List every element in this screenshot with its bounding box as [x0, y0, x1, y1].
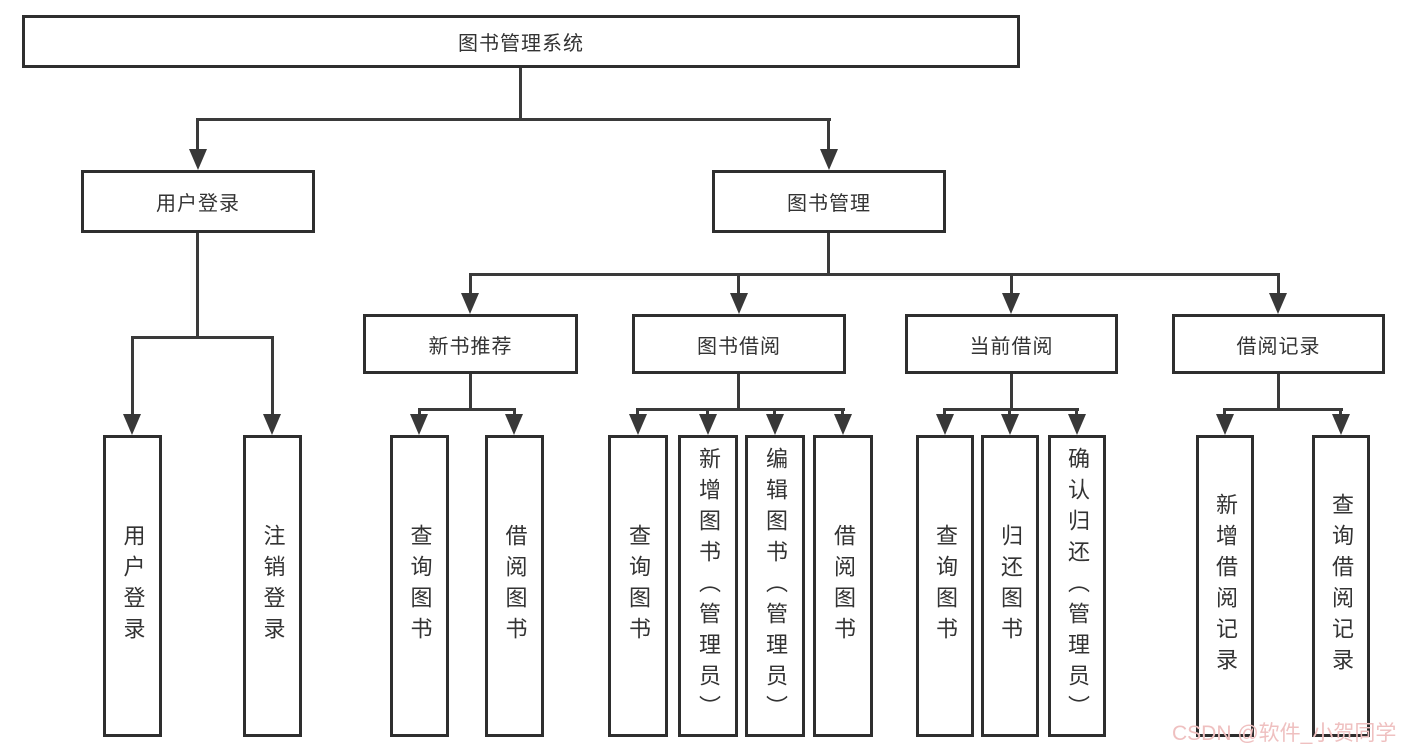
arrow-down-icon — [1332, 414, 1350, 435]
connector-line — [271, 336, 274, 418]
arrow-down-icon — [1068, 414, 1086, 435]
node-book-management: 图书管理 — [712, 170, 946, 233]
csdn-watermark: CSDN @软件_小贺同学 — [1172, 722, 1397, 745]
leaf-borrow-books-recommend: 借阅图书 — [485, 435, 544, 737]
arrow-down-icon — [1216, 414, 1234, 435]
connector-line — [131, 336, 273, 339]
arrow-down-icon — [189, 149, 207, 170]
leaf-confirm-return-admin-label: 确认归还（管理员） — [1065, 446, 1090, 726]
connector-line — [827, 118, 830, 154]
node-root: 图书管理系统 — [22, 15, 1020, 68]
leaf-borrow-books-borrow-label: 借阅图书 — [831, 524, 856, 648]
leaf-user-login-label: 用户登录 — [120, 524, 146, 648]
arrow-down-icon — [766, 414, 784, 435]
connector-line — [1277, 373, 1280, 408]
connector-line — [197, 118, 831, 121]
leaf-logout: 注销登录 — [243, 435, 302, 737]
node-user-login-label: 用户登录 — [156, 193, 240, 215]
node-book-borrow: 图书借阅 — [632, 314, 846, 374]
connector-line — [737, 273, 740, 298]
connector-line — [196, 118, 199, 154]
node-book-management-label: 图书管理 — [787, 193, 871, 215]
connector-line — [1277, 273, 1280, 298]
node-root-label: 图书管理系统 — [458, 33, 584, 55]
leaf-query-borrow-record: 查询借阅记录 — [1312, 435, 1370, 737]
arrow-down-icon — [461, 293, 479, 314]
connector-line — [737, 373, 740, 408]
node-borrow-records-label: 借阅记录 — [1236, 335, 1321, 358]
leaf-query-books-current-label: 查询图书 — [933, 524, 958, 648]
connector-line — [469, 273, 472, 298]
arrow-down-icon — [699, 414, 717, 435]
arrow-down-icon — [834, 414, 852, 435]
connector-line — [1010, 373, 1013, 408]
connector-line — [636, 408, 845, 411]
leaf-add-borrow-record-label: 新增借阅记录 — [1213, 493, 1238, 679]
node-current-borrow: 当前借阅 — [905, 314, 1118, 374]
arrow-down-icon — [1269, 293, 1287, 314]
leaf-borrow-books-recommend-label: 借阅图书 — [502, 524, 528, 648]
leaf-edit-book-admin-label: 编辑图书（管理员） — [763, 446, 788, 726]
leaf-add-borrow-record: 新增借阅记录 — [1196, 435, 1254, 737]
leaf-confirm-return-admin: 确认归还（管理员） — [1048, 435, 1106, 737]
leaf-edit-book-admin: 编辑图书（管理员） — [745, 435, 805, 737]
node-user-login: 用户登录 — [81, 170, 315, 233]
node-borrow-records: 借阅记录 — [1172, 314, 1385, 374]
connector-line — [196, 232, 199, 336]
arrow-down-icon — [505, 414, 523, 435]
arrow-down-icon — [1002, 293, 1020, 314]
node-new-book-recommend: 新书推荐 — [363, 314, 578, 374]
arrow-down-icon — [1001, 414, 1019, 435]
arrow-down-icon — [123, 414, 141, 435]
arrow-down-icon — [410, 414, 428, 435]
arrow-down-icon — [820, 149, 838, 170]
connector-line — [1223, 408, 1343, 411]
leaf-return-books: 归还图书 — [981, 435, 1039, 737]
connector-line — [519, 68, 522, 118]
leaf-add-book-admin-label: 新增图书（管理员） — [696, 446, 721, 726]
leaf-query-books-borrow: 查询图书 — [608, 435, 668, 737]
connector-line — [418, 408, 516, 411]
leaf-query-books-borrow-label: 查询图书 — [626, 524, 651, 648]
leaf-add-book-admin: 新增图书（管理员） — [678, 435, 738, 737]
connector-line — [469, 273, 1280, 276]
leaf-return-books-label: 归还图书 — [998, 524, 1023, 648]
connector-line — [131, 336, 134, 418]
leaf-query-books-current: 查询图书 — [916, 435, 974, 737]
leaf-query-books-recommend-label: 查询图书 — [407, 524, 433, 648]
arrow-down-icon — [936, 414, 954, 435]
leaf-borrow-books-borrow: 借阅图书 — [813, 435, 873, 737]
arrow-down-icon — [629, 414, 647, 435]
connector-line — [469, 373, 472, 408]
node-current-borrow-label: 当前借阅 — [969, 335, 1054, 358]
leaf-user-login: 用户登录 — [103, 435, 162, 737]
connector-line — [943, 408, 1079, 411]
connector-line — [1010, 273, 1013, 298]
node-new-book-recommend-label: 新书推荐 — [428, 335, 513, 358]
node-book-borrow-label: 图书借阅 — [697, 335, 781, 358]
arrow-down-icon — [263, 414, 281, 435]
leaf-query-books-recommend: 查询图书 — [390, 435, 449, 737]
leaf-logout-label: 注销登录 — [260, 524, 286, 648]
arrow-down-icon — [730, 293, 748, 314]
connector-line — [827, 232, 830, 273]
leaf-query-borrow-record-label: 查询借阅记录 — [1329, 493, 1354, 679]
